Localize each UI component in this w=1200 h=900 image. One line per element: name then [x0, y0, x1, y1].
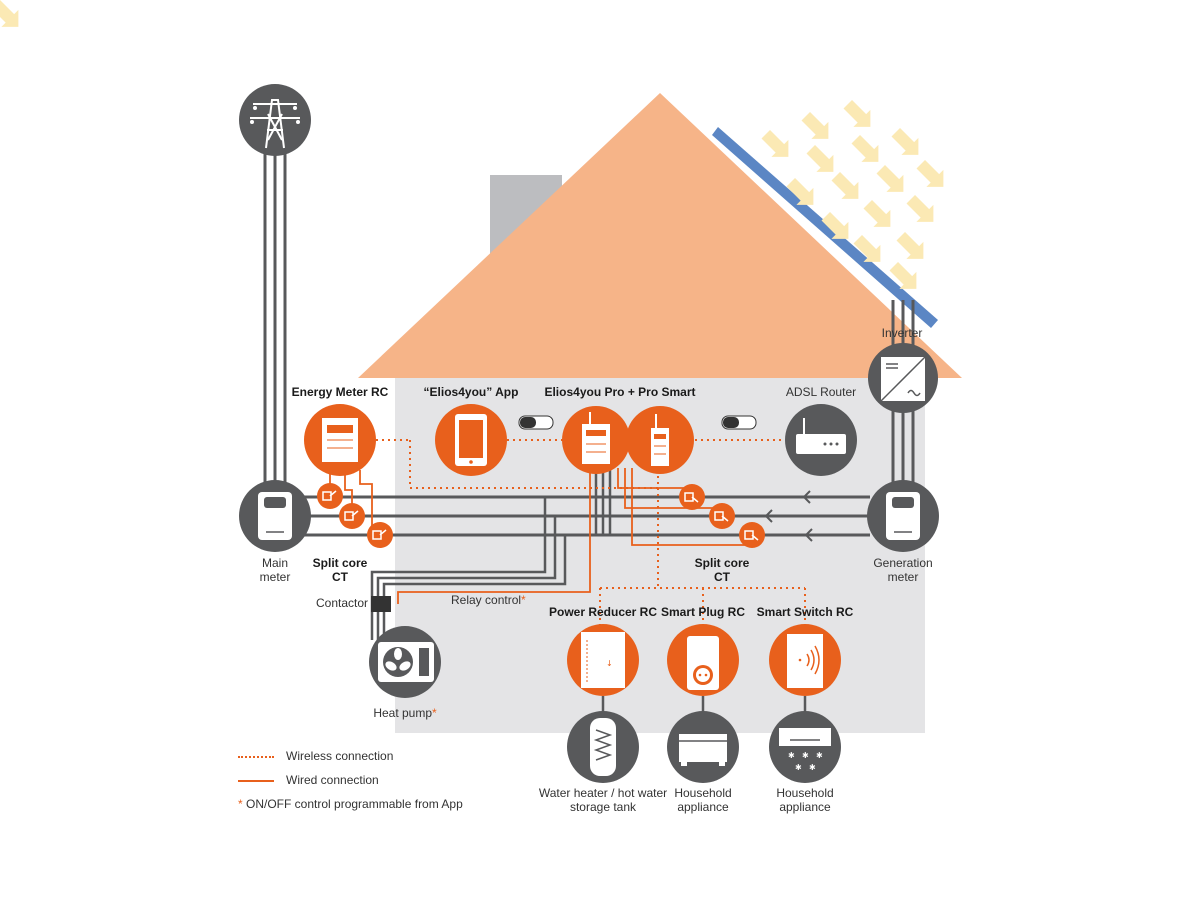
- air-conditioner-icon: ✱✱✱ ✱✱: [769, 711, 841, 783]
- water-heater-icon: [567, 711, 639, 783]
- legend-wireless-label: Wireless connection: [286, 749, 394, 763]
- heat-pump-asterisk: *: [432, 706, 437, 720]
- adsl-router-label: ADSL Router: [785, 385, 857, 399]
- bus-arrows: [764, 490, 813, 542]
- power-bus: [300, 495, 870, 537]
- legend-note: * ON/OFF control programmable from App: [238, 797, 463, 811]
- inverter-cables: [891, 300, 915, 490]
- main-meter-label: Main meter: [259, 556, 291, 584]
- load-links: [601, 696, 807, 712]
- relay-asterisk: *: [521, 593, 526, 607]
- svg-text:✱: ✱: [795, 763, 802, 772]
- generation-meter-label: Generation meter: [873, 556, 933, 584]
- router-icon: [785, 404, 857, 476]
- solar-panel-icon: [712, 127, 938, 328]
- water-heater-label: Water heater / hot water storage tank: [538, 786, 668, 814]
- generation-meter-icon: [867, 480, 939, 552]
- svg-text:✱: ✱: [802, 751, 809, 760]
- appliance-box-icon: [667, 711, 739, 783]
- elios-bus-wires: [594, 468, 612, 535]
- heat-pump-text: Heat pump: [373, 706, 433, 720]
- svg-text:✱: ✱: [788, 751, 795, 760]
- split-core-ct-left-label: Split core CT: [312, 556, 368, 584]
- smart-plug-rc-label: Smart Plug RC: [660, 605, 745, 619]
- fan-icon: [369, 626, 441, 698]
- grid-cables: [263, 150, 287, 495]
- ct-clamp-icon: [317, 483, 765, 548]
- legend-wired-swatch: [238, 780, 274, 782]
- energy-meter-icon: [304, 404, 376, 476]
- sun-rays-icon: [0, 0, 952, 298]
- heat-pump-label: Heat pump*: [360, 706, 450, 720]
- elios-pro-label: Elios4you Pro + Pro Smart: [544, 385, 696, 399]
- svg-text:✱: ✱: [809, 763, 816, 772]
- legend-note-asterisk: *: [238, 797, 243, 811]
- smart-plug-icon: [667, 624, 739, 696]
- energy-meter-rc-label: Energy Meter RC: [291, 385, 389, 399]
- svg-text:↓: ↓: [606, 659, 613, 668]
- elios-app-label: “Elios4you” App: [423, 385, 519, 399]
- contactor-icon: [371, 596, 391, 612]
- wifi-icon: [518, 415, 757, 430]
- inverter-icon: [868, 343, 938, 413]
- power-reducer-icon: ↓: [567, 624, 639, 696]
- legend-wired-label: Wired connection: [286, 773, 379, 787]
- legend-note-text: ON/OFF control programmable from App: [246, 797, 463, 811]
- power-reducer-rc-label: Power Reducer RC: [548, 605, 658, 619]
- smart-switch-rc-label: Smart Switch RC: [756, 605, 854, 619]
- household-appliance-1-label: Household appliance: [674, 786, 732, 814]
- split-core-ct-right-label: Split core CT: [694, 556, 750, 584]
- household-appliance-2-label: Household appliance: [776, 786, 834, 814]
- wireless-connections: [376, 439, 806, 625]
- relay-control-label: Relay control*: [451, 593, 526, 607]
- roof: [358, 93, 962, 378]
- relay-control-text: Relay control: [451, 593, 522, 607]
- contactor-label: Contactor: [316, 596, 369, 610]
- legend-wireless-swatch: [238, 756, 274, 758]
- pylon-icon: [239, 84, 311, 156]
- tablet-icon: [435, 404, 507, 476]
- main-meter-icon: [239, 480, 311, 552]
- inverter-label: Inverter: [881, 326, 923, 340]
- svg-text:✱: ✱: [816, 751, 823, 760]
- smart-switch-icon: [769, 624, 841, 696]
- elios-device-icon: [562, 406, 694, 474]
